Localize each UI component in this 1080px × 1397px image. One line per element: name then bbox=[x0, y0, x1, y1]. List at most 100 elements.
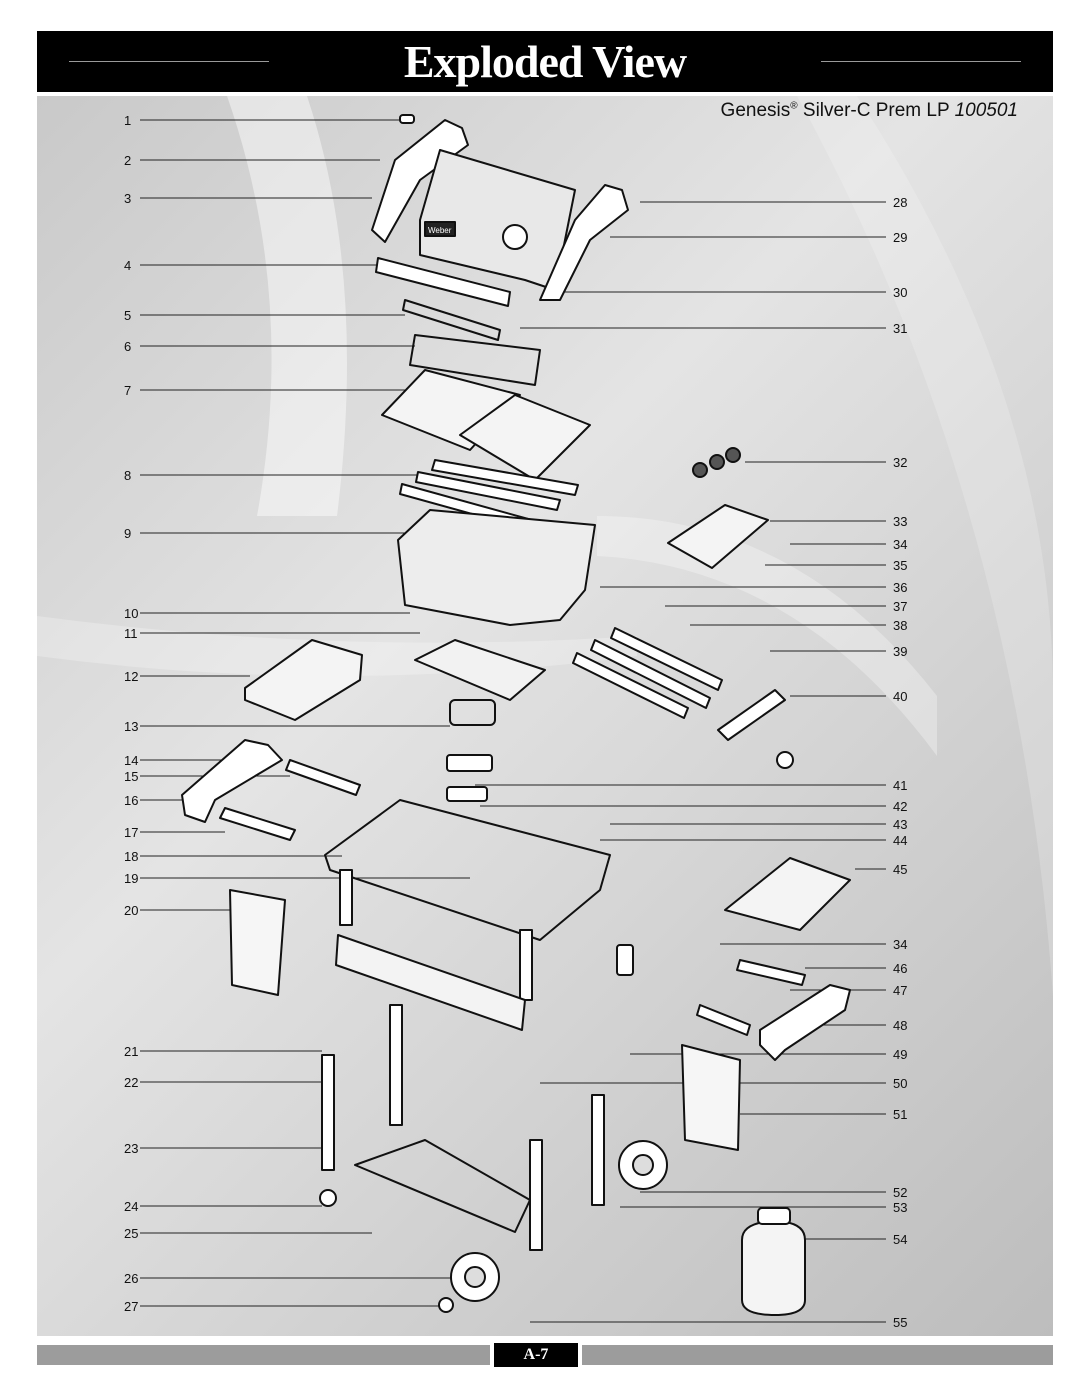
callout-label-5: 5 bbox=[124, 308, 131, 323]
page-title: Exploded View bbox=[403, 36, 687, 87]
part-hub-cap bbox=[438, 1297, 454, 1313]
callout-label-27: 27 bbox=[124, 1299, 138, 1314]
callout-label-50: 50 bbox=[893, 1076, 907, 1091]
callout-label-48: 48 bbox=[893, 1018, 907, 1033]
callout-label-55: 55 bbox=[893, 1315, 907, 1330]
part-warming-rack bbox=[402, 299, 501, 341]
callout-label-26: 26 bbox=[124, 1271, 138, 1286]
model-name: Silver-C Prem LP bbox=[802, 100, 950, 121]
callout-label-40: 40 bbox=[893, 689, 907, 704]
callout-label-37: 37 bbox=[893, 599, 907, 614]
part-frame-tube-lower bbox=[219, 807, 296, 841]
right-callouts: 2829303132333435363738394041424344453446… bbox=[893, 195, 907, 1330]
callout-label-22: 22 bbox=[124, 1075, 138, 1090]
part-knob-2 bbox=[709, 454, 725, 470]
callout-label-6: 6 bbox=[124, 339, 131, 354]
callout-label-15: 15 bbox=[124, 769, 138, 784]
part-cooking-grate-small bbox=[409, 334, 541, 386]
callout-label-33: 33 bbox=[893, 514, 907, 529]
footer-bar-right bbox=[582, 1345, 1053, 1365]
callout-label-11: 11 bbox=[124, 626, 138, 641]
part-knob-1 bbox=[692, 462, 708, 478]
callout-label-2: 2 bbox=[124, 153, 131, 168]
part-leg-frame-right-b bbox=[591, 1094, 605, 1206]
callout-label-25: 25 bbox=[124, 1226, 138, 1241]
part-side-burner bbox=[724, 857, 851, 931]
part-cart-leg-left bbox=[339, 869, 353, 926]
part-lid-handle bbox=[375, 257, 511, 307]
callout-label-32: 32 bbox=[893, 455, 907, 470]
registered-mark: ® bbox=[790, 100, 798, 112]
part-burner-tube-2 bbox=[590, 639, 711, 709]
callout-label-29: 29 bbox=[893, 230, 907, 245]
callout-label-51: 51 bbox=[893, 1107, 907, 1122]
part-frame-tube-upper bbox=[285, 759, 361, 796]
part-cookbox bbox=[397, 509, 596, 626]
callout-label-34: 34 bbox=[893, 937, 907, 952]
header-rule-right bbox=[821, 61, 1021, 62]
page-header: Exploded View bbox=[37, 31, 1053, 92]
part-catch-pan-2 bbox=[446, 786, 488, 802]
callout-label-21: 21 bbox=[124, 1044, 138, 1059]
part-cart-leg-right bbox=[519, 929, 533, 1001]
callout-label-23: 23 bbox=[124, 1141, 138, 1156]
callout-label-42: 42 bbox=[893, 799, 907, 814]
part-screw-top-left bbox=[399, 114, 415, 124]
part-side-shelf bbox=[244, 639, 363, 721]
callout-label-7: 7 bbox=[124, 383, 131, 398]
part-burner-tube-3 bbox=[572, 652, 689, 719]
part-flavorizer-bar-1 bbox=[431, 459, 579, 496]
leader-lines bbox=[140, 119, 886, 1323]
part-wheel-right-hub bbox=[632, 1154, 654, 1176]
callout-label-46: 46 bbox=[893, 961, 907, 976]
part-leg-frame-left-b bbox=[389, 1004, 403, 1126]
logo-text: Weber bbox=[428, 226, 452, 235]
callout-label-41: 41 bbox=[893, 778, 907, 793]
part-knob-3 bbox=[725, 447, 741, 463]
part-flavorizer-bar-2 bbox=[415, 471, 561, 511]
callout-label-14: 14 bbox=[124, 753, 138, 768]
part-bottom-tray bbox=[414, 639, 546, 701]
callout-label-16: 16 bbox=[124, 793, 138, 808]
callout-label-38: 38 bbox=[893, 618, 907, 633]
callout-label-18: 18 bbox=[124, 849, 138, 864]
model-number: 100501 bbox=[954, 100, 1018, 121]
page-number: A-7 bbox=[494, 1343, 578, 1367]
part-catch-pan-1 bbox=[446, 754, 493, 772]
model-designation: Genesis® Silver-C Prem LP 100501 bbox=[721, 100, 1018, 122]
callout-label-36: 36 bbox=[893, 580, 907, 595]
callout-label-3: 3 bbox=[124, 191, 131, 206]
part-lp-tank bbox=[741, 1221, 806, 1316]
callout-label-35: 35 bbox=[893, 558, 907, 573]
part-lid bbox=[419, 149, 576, 291]
callout-label-9: 9 bbox=[124, 526, 131, 541]
part-lid-logo bbox=[424, 221, 456, 237]
part-regulator bbox=[776, 751, 794, 769]
callout-label-43: 43 bbox=[893, 817, 907, 832]
callout-label-52: 52 bbox=[893, 1185, 907, 1200]
callout-label-34: 34 bbox=[893, 537, 907, 552]
callout-label-54: 54 bbox=[893, 1232, 907, 1247]
footer-bar-left bbox=[37, 1345, 490, 1365]
callout-label-17: 17 bbox=[124, 825, 138, 840]
callout-label-19: 19 bbox=[124, 871, 138, 886]
callout-label-31: 31 bbox=[893, 321, 907, 336]
part-cart-frame bbox=[324, 799, 611, 941]
callout-label-8: 8 bbox=[124, 468, 131, 483]
model-brand: Genesis bbox=[720, 100, 791, 121]
part-side-panel-left bbox=[229, 889, 286, 996]
callout-label-10: 10 bbox=[124, 606, 138, 621]
part-control-panel bbox=[667, 504, 769, 569]
part-burner-tube-1 bbox=[610, 627, 723, 691]
callout-label-13: 13 bbox=[124, 719, 138, 734]
part-wheel-left-hub bbox=[464, 1266, 486, 1288]
part-bottom-shelf bbox=[354, 1139, 531, 1233]
part-front-panel bbox=[335, 934, 526, 1031]
part-right-frame-bracket bbox=[759, 984, 851, 1061]
part-cooking-grate-right bbox=[459, 394, 591, 481]
callout-label-47: 47 bbox=[893, 983, 907, 998]
part-caster bbox=[319, 1189, 337, 1207]
callout-label-4: 4 bbox=[124, 258, 131, 273]
callout-label-30: 30 bbox=[893, 285, 907, 300]
